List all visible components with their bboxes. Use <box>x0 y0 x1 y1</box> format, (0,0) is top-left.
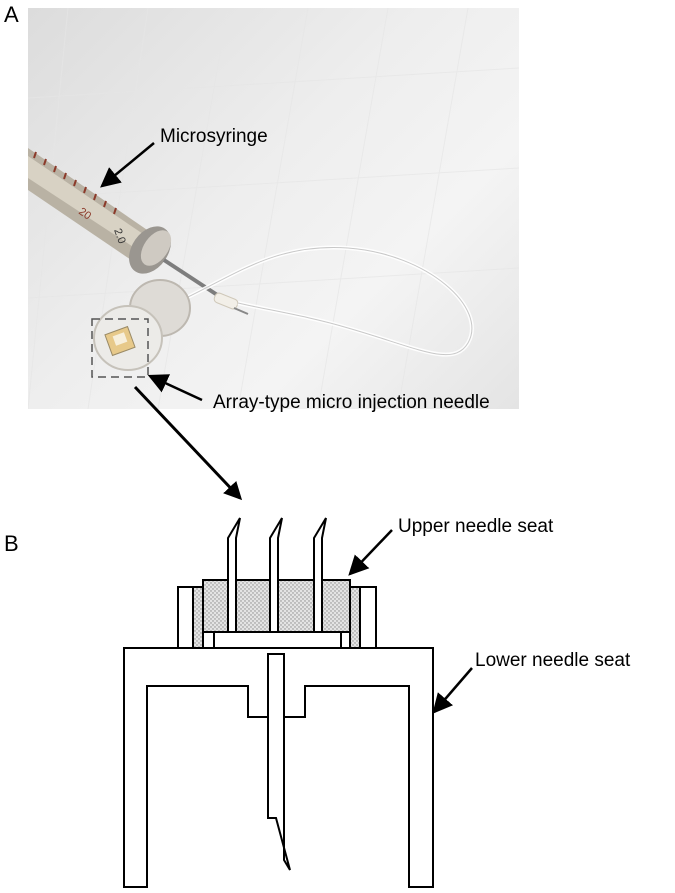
array-needle-label: Array-type micro injection needle <box>213 392 490 413</box>
lower-seat-label: Lower needle seat <box>475 650 631 671</box>
zoom-arrow <box>133 385 243 501</box>
lower-needle <box>267 653 291 871</box>
upper-seat-arrow <box>348 529 393 576</box>
array-needle-arrow <box>147 374 203 402</box>
tube-connector <box>213 292 239 310</box>
selection-box <box>91 318 149 378</box>
syringe-number-20: 20 <box>76 206 93 223</box>
seat-base-plate <box>213 631 342 649</box>
panel-label-a: A <box>4 2 19 27</box>
lower-seat-arrow <box>432 667 473 714</box>
photo-illustration: 20 2.0 <box>28 8 519 409</box>
upper-seat-label: Upper needle seat <box>398 516 554 537</box>
syringe-number-2: 2.0 <box>111 227 128 245</box>
microsyringe-arrow <box>100 142 155 188</box>
needle-3 <box>313 517 327 633</box>
syringe-cap-face <box>140 230 172 266</box>
right-sleeve <box>349 586 361 649</box>
tube-tip <box>233 307 249 315</box>
needle-assembly <box>93 279 191 371</box>
needle-1 <box>227 517 241 633</box>
needle-seat-drawing <box>123 517 434 888</box>
paper-grid <box>28 8 519 409</box>
syringe-barrel: 20 2.0 <box>28 148 156 266</box>
left-sleeve <box>192 586 204 649</box>
panel-label-b: B <box>4 531 19 556</box>
needle-2 <box>269 517 283 633</box>
syringe-photo: 20 2.0 <box>28 8 519 409</box>
microsyringe-label: Microsyringe <box>160 126 268 147</box>
tubing-outline <box>185 246 473 356</box>
